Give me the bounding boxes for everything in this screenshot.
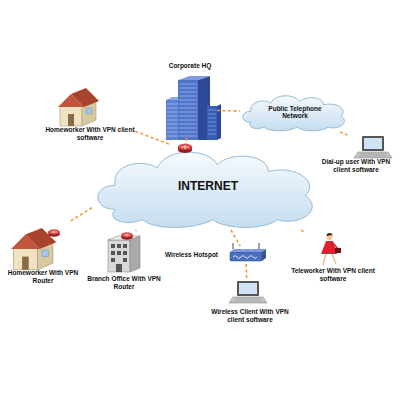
office-tower xyxy=(179,84,197,136)
teleworker-figure xyxy=(321,241,337,254)
office-tower xyxy=(166,100,180,140)
branch-building xyxy=(123,251,127,255)
label-box: Teleworker With VPN client software xyxy=(288,267,378,282)
office-tower xyxy=(208,110,216,134)
branch-building xyxy=(121,233,132,240)
office-tower xyxy=(178,80,198,140)
home-house xyxy=(58,88,99,126)
office-tower xyxy=(217,104,221,140)
laptop-icon xyxy=(229,281,267,303)
branch-building xyxy=(108,240,130,272)
laptop-icon xyxy=(354,136,392,158)
label-box: Public Telephone Network xyxy=(264,105,326,120)
telephone-cloud: Public Telephone Network xyxy=(240,92,350,132)
branch-building xyxy=(108,233,140,272)
label-box: Wireless Hotspot xyxy=(165,251,227,258)
cloud-shape xyxy=(243,96,345,131)
node-label: Corporate HQ xyxy=(163,62,217,69)
branch-building xyxy=(117,244,121,248)
node-label: Wireless Client With VPN client software xyxy=(205,308,295,323)
branch-building xyxy=(111,251,115,255)
node-label: INTERNET xyxy=(158,180,258,194)
node-label: Dial-up user With VPN client software xyxy=(314,158,398,173)
label-box: Homeworker With VPN Router xyxy=(3,269,83,284)
teleworker-figure xyxy=(327,233,333,236)
branch-building xyxy=(111,258,115,262)
hotspot-device xyxy=(230,252,262,261)
home-house xyxy=(58,88,99,126)
node-label: Branch Office With VPN Router xyxy=(86,275,162,290)
dashed-connection xyxy=(185,138,187,144)
home-house xyxy=(48,230,59,237)
homeworker-node: Homeworker With VPN Router xyxy=(3,222,83,284)
teleworker-figure xyxy=(321,233,341,265)
teleworker-figure xyxy=(335,248,341,253)
hotspot-device xyxy=(230,249,266,252)
branch-building xyxy=(117,251,121,255)
office-tower xyxy=(207,106,217,140)
branch-building xyxy=(123,258,127,262)
headquarters-node: Corporate HQ xyxy=(163,62,217,138)
dashed-connection xyxy=(340,132,347,135)
teleworker-figure xyxy=(327,234,333,240)
dashed-connection xyxy=(69,208,92,222)
label-box: Dial-up user With VPN client software xyxy=(314,158,398,173)
node-label: Wireless Hotspot xyxy=(165,251,227,258)
label-box: Homeworker With VPN client software xyxy=(45,126,135,141)
node-label: Homeworker With VPN client software xyxy=(45,126,135,141)
branch-building xyxy=(123,244,127,248)
homeworker-node: Homeworker With VPN client software xyxy=(45,86,135,141)
hotspot-device xyxy=(233,243,259,249)
dashed-connection xyxy=(231,230,240,246)
branch-building xyxy=(116,264,122,272)
label-box: Branch Office With VPN Router xyxy=(86,275,162,290)
teleworker-node: Teleworker With VPN client software xyxy=(288,232,378,282)
dashed-connection xyxy=(135,230,137,231)
branch-building xyxy=(130,236,140,272)
office-tower xyxy=(166,76,221,140)
node-label: Homeworker With VPN Router xyxy=(3,269,83,284)
node-label: Teleworker With VPN client software xyxy=(288,267,378,282)
internet-cloud: INTERNET xyxy=(92,144,324,230)
office-tower xyxy=(178,76,210,80)
label-box: Wireless Client With VPN client software xyxy=(205,308,295,323)
hotspot-device xyxy=(233,256,257,259)
dashed-connection xyxy=(135,131,169,144)
label-box: Corporate HQ xyxy=(163,62,217,69)
dashed-connection xyxy=(245,264,247,278)
dashed-connection xyxy=(217,110,240,112)
cloud-shape xyxy=(98,152,312,227)
dashed-connection xyxy=(301,230,304,232)
hotspot-device xyxy=(230,243,266,261)
home-house xyxy=(11,228,60,270)
wireless-client-node: Wireless Client With VPN client software xyxy=(205,278,295,323)
hotspot-device xyxy=(262,249,266,261)
hotspot-node: Wireless Hotspot xyxy=(165,246,265,264)
dialup-node: Dial-up user With VPN client software xyxy=(314,135,398,173)
laptop-icon xyxy=(354,136,392,158)
teleworker-figure xyxy=(323,254,336,265)
branch-node: Branch Office With VPN Router xyxy=(86,231,162,290)
node-label: Public Telephone Network xyxy=(264,105,326,120)
laptop-icon xyxy=(229,281,267,303)
label-box: INTERNET xyxy=(158,180,258,194)
branch-building xyxy=(111,244,115,248)
office-tower xyxy=(167,104,179,136)
